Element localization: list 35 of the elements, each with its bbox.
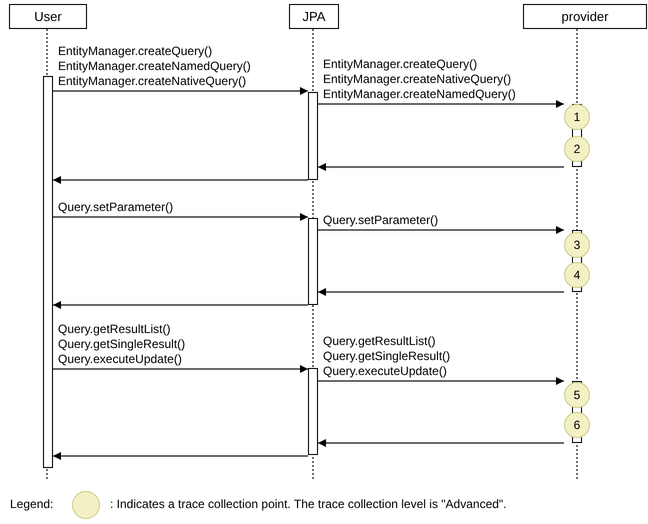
- edge-label: Query.setParameter(): [58, 200, 174, 215]
- legend-title: Legend:: [10, 497, 54, 511]
- legend-text: : Indicates a trace collection point. The trace collection level is "Advanced".: [110, 497, 507, 511]
- message-arrow: [52, 87, 308, 95]
- activation-bar: [308, 92, 318, 180]
- message-arrow: [52, 301, 308, 309]
- activation-bar: [43, 76, 53, 468]
- message-arrow: [52, 213, 308, 221]
- participant-box: provider: [523, 4, 647, 29]
- activation-bar: [308, 368, 318, 455]
- trace-point-marker: 1: [564, 104, 590, 130]
- message-arrow: [52, 452, 308, 460]
- edge-label: Query.setParameter(): [323, 213, 438, 228]
- message-arrow: [318, 288, 564, 296]
- edge-label: Query.getResultList() Query.getSingleResult() Query.executeUpdate(): [58, 322, 186, 367]
- activation-bar: [308, 218, 318, 305]
- message-arrow: [318, 226, 564, 234]
- edge-label: EntityManager.createQuery() EntityManager.createNativeQuery() EntityManager.createNamedQuery(): [323, 57, 516, 102]
- trace-point-marker: 4: [564, 262, 590, 288]
- message-arrow: [318, 439, 564, 447]
- message-arrow: [318, 377, 564, 385]
- trace-point-marker: 3: [564, 232, 590, 258]
- participant-box: JPA: [289, 4, 339, 29]
- participant-box: User: [9, 4, 87, 29]
- activation-bar: [564, 104, 590, 167]
- edge-label: Query.getResultList() Query.getSingleResult() Query.executeUpdate(): [323, 334, 450, 379]
- message-arrow: [318, 163, 564, 171]
- message-arrow: [52, 176, 308, 184]
- message-arrow: [318, 100, 564, 108]
- trace-point-marker: 2: [564, 136, 590, 162]
- activation-bar: [564, 381, 590, 443]
- edge-label: EntityManager.createQuery() EntityManager.createNamedQuery() EntityManager.createNativeQuery(): [58, 44, 251, 89]
- trace-point-marker: 5: [564, 382, 590, 408]
- message-arrow: [52, 365, 308, 373]
- trace-point-marker: 6: [564, 412, 590, 438]
